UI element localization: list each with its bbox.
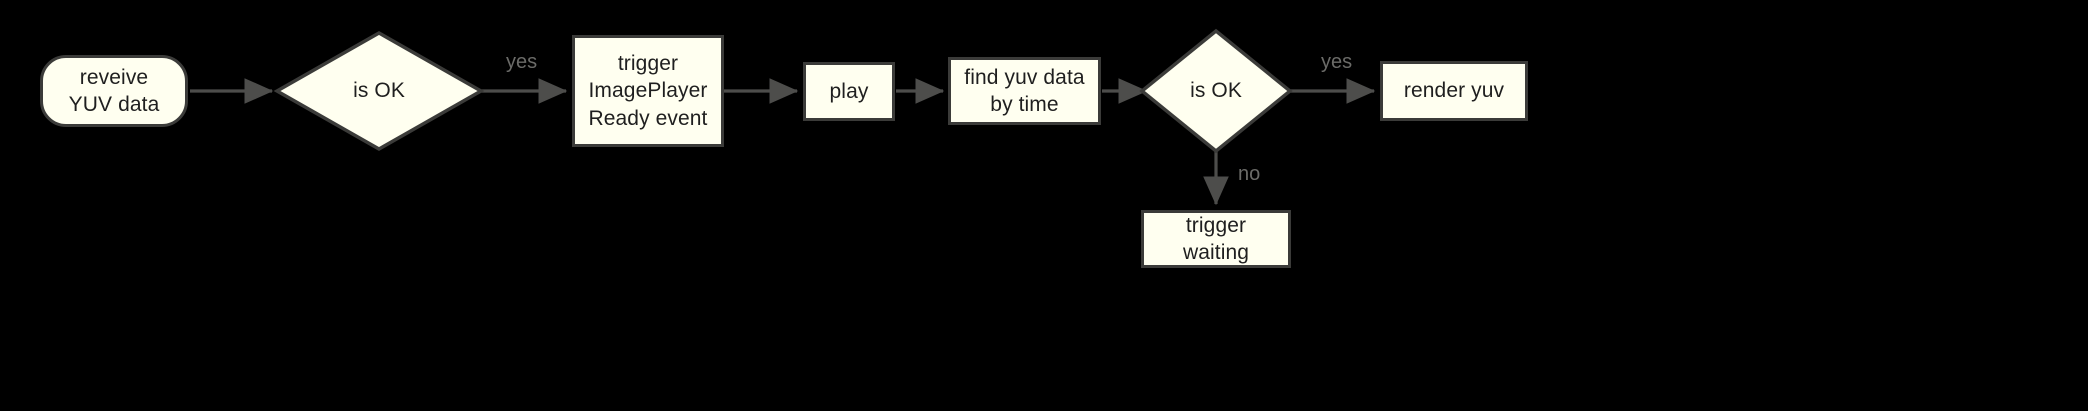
node-find-yuv-data-by-time[interactable]: find yuv data by time bbox=[948, 57, 1101, 125]
node-trigger-imageplayer-ready-event[interactable]: trigger ImagePlayer Ready event bbox=[572, 35, 724, 147]
node-trigger-waiting[interactable]: trigger waiting bbox=[1141, 210, 1291, 268]
edge-label-isok2-no: no bbox=[1238, 163, 1261, 185]
node-render-yuv[interactable]: render yuv bbox=[1380, 61, 1528, 121]
edge-label-isok1-yes: yes bbox=[506, 51, 538, 73]
edge-label-isok2-yes: yes bbox=[1321, 51, 1353, 73]
node-trigger-imageplayer-ready-event-label: trigger ImagePlayer Ready event bbox=[588, 52, 708, 130]
decision-is-ok-1-shape[interactable] bbox=[273, 31, 485, 151]
node-play-label: play bbox=[829, 79, 869, 103]
node-find-yuv-data-by-time-label: find yuv data by time bbox=[964, 65, 1085, 116]
node-receive-yuv-data[interactable]: reveive YUV data bbox=[40, 55, 188, 127]
node-render-yuv-label: render yuv bbox=[1403, 79, 1505, 103]
node-receive-yuv-data-label: reveive YUV data bbox=[68, 65, 160, 116]
node-play[interactable]: play bbox=[803, 62, 895, 121]
node-trigger-waiting-label: trigger waiting bbox=[1182, 213, 1250, 264]
decision-is-ok-2-shape[interactable] bbox=[1139, 28, 1293, 154]
